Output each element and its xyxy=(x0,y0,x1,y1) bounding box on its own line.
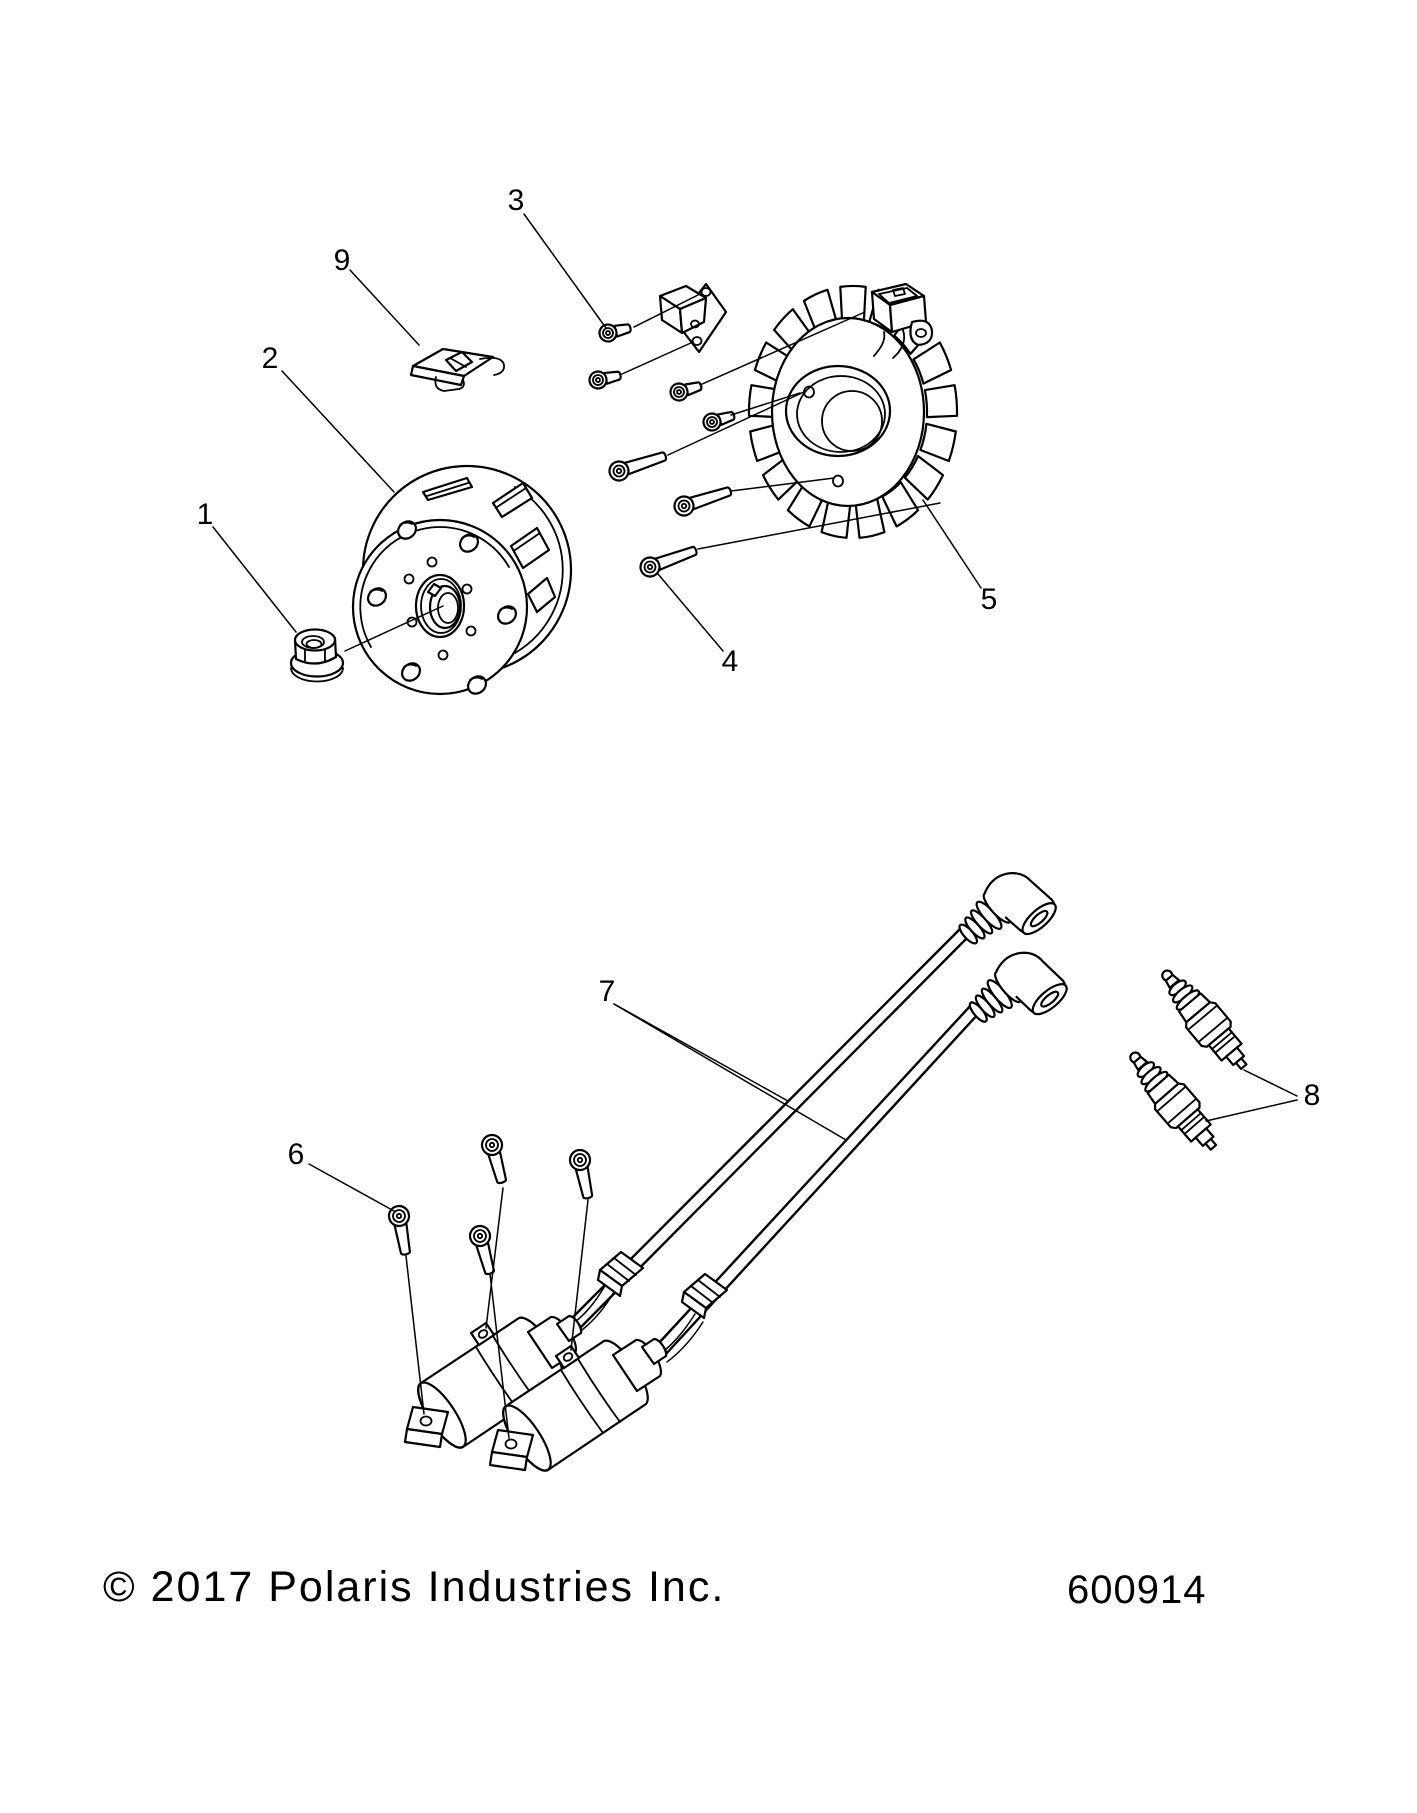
stator-bolts xyxy=(605,445,735,581)
callout-1: 1 xyxy=(197,498,297,633)
spark-plug-2 xyxy=(1116,1040,1229,1161)
callout-1-label: 1 xyxy=(197,498,214,531)
flywheel-hub xyxy=(414,573,466,639)
callout-6-label: 6 xyxy=(288,1138,305,1171)
flywheel-holes xyxy=(366,520,518,695)
callout-9: 9 xyxy=(334,244,420,346)
ignition-coil-right xyxy=(488,1337,668,1472)
spark-plug-boot-1 xyxy=(948,858,1063,972)
flywheel-rim-slots xyxy=(421,476,557,614)
spark-plug-boot-2 xyxy=(958,938,1074,1051)
axis-line xyxy=(344,605,444,652)
callout-8-label: 8 xyxy=(1304,1079,1321,1112)
coil-bolts xyxy=(386,1131,599,1278)
spark-plug-wires xyxy=(571,926,981,1356)
callout-7-label: 7 xyxy=(599,975,616,1008)
assembly-projection-lines xyxy=(621,293,941,550)
stator-connector xyxy=(870,282,934,359)
flywheel-nut xyxy=(289,628,345,683)
crank-position-sensor xyxy=(658,282,728,354)
callout-5-label: 5 xyxy=(981,583,998,616)
callout-8: 8 xyxy=(1205,1069,1321,1122)
callout-5: 5 xyxy=(922,499,998,616)
copyright-text: © 2017 Polaris Industries Inc. xyxy=(103,1563,725,1611)
stator-assembly xyxy=(747,282,959,539)
callout-4: 4 xyxy=(657,573,739,678)
callout-3-label: 3 xyxy=(508,184,525,217)
callout-2: 2 xyxy=(262,342,395,493)
drawing-number: 600914 xyxy=(1067,1568,1206,1612)
flywheel-rotor xyxy=(351,464,573,696)
coil-pigtails xyxy=(574,1250,729,1363)
coil-bolt-projection-lines xyxy=(405,1187,589,1439)
spark-plug-1 xyxy=(1148,958,1260,1081)
callout-4-label: 4 xyxy=(722,645,739,678)
callout-3: 3 xyxy=(508,184,607,329)
callout-9-label: 9 xyxy=(334,244,351,277)
callout-6: 6 xyxy=(288,1138,395,1212)
wire-clip xyxy=(409,347,505,392)
stator-screws xyxy=(586,365,738,434)
callout-7: 7 xyxy=(599,975,847,1141)
callout-2-label: 2 xyxy=(262,342,279,375)
